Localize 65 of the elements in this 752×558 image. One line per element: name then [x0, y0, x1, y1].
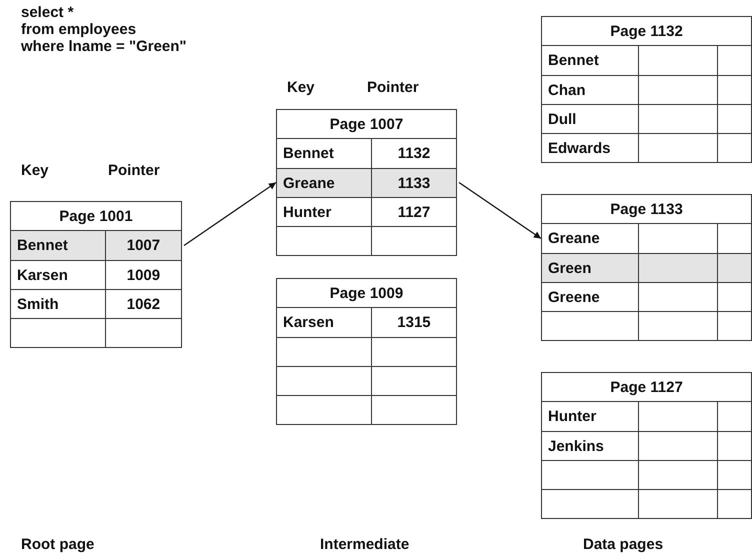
table-cell-text: Edwards [547, 138, 612, 158]
page-table [276, 278, 457, 425]
table-title: Page 1001 [59, 208, 133, 224]
table-row [542, 133, 751, 162]
table-row [277, 168, 456, 197]
page-table [276, 109, 457, 256]
table-row [542, 253, 751, 282]
empty-row [11, 318, 181, 347]
column-heading: Pointer [367, 79, 419, 96]
table-cell-text: Karsen [16, 266, 69, 286]
table-title: Page 1127 [610, 378, 683, 396]
empty-row [542, 311, 751, 340]
table-title: Page 1133 [610, 200, 683, 218]
column-heading: Pointer [108, 162, 160, 179]
table-row [11, 231, 181, 260]
table-cell-text: Smith [16, 294, 60, 314]
table-cell-text: Greane [282, 174, 336, 194]
table-title: Page 1009 [330, 284, 404, 302]
table-cell-text: Bennet [282, 144, 335, 164]
empty-row [542, 489, 751, 518]
page-table [541, 372, 752, 519]
table-cell-text: Hunter [282, 202, 332, 222]
section-label: Root page [21, 536, 94, 553]
query-text: select * [21, 4, 74, 21]
section-label: Intermediate [320, 536, 410, 553]
table-title: Page 1007 [330, 116, 404, 132]
empty-row [277, 337, 456, 366]
table-row [542, 431, 751, 460]
table-cell-text: Bennet [16, 236, 69, 256]
page-table [541, 194, 752, 341]
table-cell-text: Green [547, 258, 592, 278]
table-cell-text: Bennet [547, 51, 600, 71]
column-heading: Key [287, 79, 315, 96]
table-row [542, 104, 751, 133]
table-cell-text: Chan [547, 80, 586, 100]
table-row [277, 197, 456, 226]
table-cell-text: Hunter [547, 407, 598, 427]
table-cell-text: Greane [547, 229, 601, 249]
table-title: Page 1132 [610, 22, 683, 40]
table-row [542, 75, 751, 104]
table-cell: 1062 [104, 290, 181, 318]
arrow [458, 182, 542, 239]
empty-row [277, 366, 456, 395]
table-cell-text: Karsen [282, 313, 335, 333]
section-label: Data pages [583, 536, 664, 553]
page-table [10, 201, 182, 348]
query-text: from employees [21, 21, 136, 38]
table-cell-text: Jenkins [547, 436, 605, 456]
table-cell: 1127 [370, 198, 456, 226]
table-row [11, 289, 181, 318]
empty-row [277, 395, 456, 424]
table-cell: 1007 [104, 231, 181, 260]
empty-row [277, 226, 456, 255]
page-table [541, 16, 752, 163]
table-row [542, 282, 751, 311]
table-row [11, 260, 181, 289]
table-cell: 1315 [370, 308, 456, 337]
table-cell-text: Dull [547, 110, 578, 130]
query-text: where lname = "Green" [21, 38, 187, 55]
arrow [184, 182, 276, 246]
table-cell: 1009 [104, 261, 181, 289]
table-cell: 1133 [370, 169, 456, 197]
column-heading: Key [21, 162, 49, 179]
empty-row [542, 460, 751, 489]
table-cell-text: Greene [547, 288, 601, 308]
